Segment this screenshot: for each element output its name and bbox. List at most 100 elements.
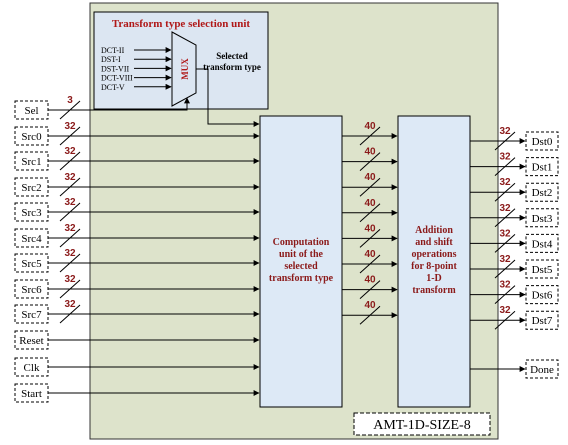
output-dst5-box [525,259,559,279]
mux-input-label-dct-v: DCT-V [101,83,125,92]
output-dst7-width-slash [494,310,516,330]
output-dst5-width: 32 [499,254,511,265]
addition-unit-line-3: for 8-point [411,261,457,272]
intermediate-width-slash-7 [359,305,381,325]
input-start-label: Start [21,388,42,400]
mux-label: MUX [180,58,190,80]
output-dst6-box [525,285,559,305]
input-reset-label: Reset [19,335,43,347]
output-dst4-width: 32 [499,228,511,239]
output-dst5-label: Dst5 [532,264,553,276]
input-src6-width: 32 [64,274,76,285]
input-src5-label: Src5 [21,258,42,270]
input-src1-width-slash [59,151,81,171]
input-src1-width: 32 [64,146,76,157]
input-src2-width-slash [59,177,81,197]
addition-unit-box [397,115,471,408]
computation-unit-line-1: unit of the [279,249,323,260]
mux-shape [171,31,197,107]
output-dst3-width-slash [494,208,516,228]
addition-unit-line-0: Addition [415,225,453,236]
mux-output-label-line2: transform type [203,62,261,72]
intermediate-width-1: 40 [364,147,376,158]
output-dst1-width: 32 [499,152,511,163]
intermediate-width-slash-4 [359,229,381,248]
output-dst1-label: Dst1 [532,162,553,174]
input-src7-width: 32 [64,299,76,310]
intermediate-width-6: 40 [364,275,376,286]
output-dst2-box [525,182,559,202]
output-dst1-width-slash [494,157,516,176]
input-src2-label: Src2 [21,182,41,194]
computation-unit-line-0: Computation [273,237,330,248]
mux-input-label-dct-viii: DCT-VIII [101,74,133,83]
output-dst7-label: Dst7 [532,315,553,327]
output-dst4-label: Dst4 [532,238,553,250]
output-dst2-label: Dst2 [532,187,553,199]
input-src4-width-slash [59,228,81,248]
intermediate-width-slash-2 [359,177,381,197]
output-dst2-width: 32 [499,177,511,188]
input-src4-width: 32 [64,223,76,234]
output-dst0-width: 32 [499,126,511,137]
sel-wire [48,97,190,111]
selection-unit-title: Transform type selection unit [112,18,251,30]
output-dst0-label: Dst0 [532,136,553,148]
mux-input-label-dct-ii: DCT-II [101,46,125,55]
input-src6-label: Src6 [21,284,42,296]
computation-unit-line-2: selected [284,261,318,272]
input-src3-label: Src3 [21,207,42,219]
input-src0-label: Src0 [21,131,42,143]
input-src5-width: 32 [64,248,76,259]
input-src7-label: Src7 [21,309,42,321]
input-src5-width-slash [59,253,81,273]
intermediate-width-2: 40 [364,172,376,183]
addition-unit-line-4: 1-D [426,273,442,284]
input-src0-width-slash [59,126,81,146]
intermediate-width-slash-3 [359,203,381,223]
input-src1-label: Src1 [21,156,41,168]
output-dst3-width: 32 [499,203,511,214]
output-dst4-box [525,233,559,253]
input-src2-width: 32 [64,172,76,183]
output-dst0-box [525,131,559,151]
intermediate-width-slash-0 [359,126,381,146]
input-src4-label: Src4 [21,233,42,245]
intermediate-width-5: 40 [364,249,376,260]
module-name-box [353,412,491,436]
intermediate-width-slash-1 [359,152,381,171]
input-sel-label: Sel [24,105,38,117]
mux-output-wire [196,68,260,127]
output-dst1-box [525,157,559,177]
addition-unit-line-5: transform [412,285,456,296]
output-dst5-width-slash [494,259,516,279]
computation-unit-box [259,115,343,408]
output-dst7-box [525,310,559,330]
intermediate-width-7: 40 [364,300,376,311]
addition-unit-line-2: operations [412,249,457,260]
input-src6-width-slash [59,279,81,299]
output-dst6-width: 32 [499,280,511,291]
intermediate-width-4: 40 [364,223,376,234]
input-src7-width-slash [59,304,81,324]
intermediate-width-slash-6 [359,280,381,299]
output-done-box [525,359,559,379]
output-done-label: Done [530,364,554,376]
output-dst6-label: Dst6 [532,290,553,302]
intermediate-width-slash-5 [359,254,381,274]
output-dst6-width-slash [494,285,516,304]
mux-output-label-line1: Selected [216,51,248,61]
output-dst2-width-slash [494,182,516,202]
intermediate-width-0: 40 [364,121,376,132]
module-name: AMT-1D-SIZE-8 [373,418,470,433]
input-src3-width-slash [59,202,81,222]
sel-width-slash [59,100,81,120]
output-dst3-label: Dst3 [532,213,553,225]
output-dst7-width: 32 [499,305,511,316]
input-clk-label: Clk [24,362,40,374]
input-sel-width: 3 [67,95,73,106]
input-src3-width: 32 [64,197,76,208]
computation-unit-line-3: transform type [269,273,334,284]
addition-unit-line-1: and shift [415,237,453,248]
